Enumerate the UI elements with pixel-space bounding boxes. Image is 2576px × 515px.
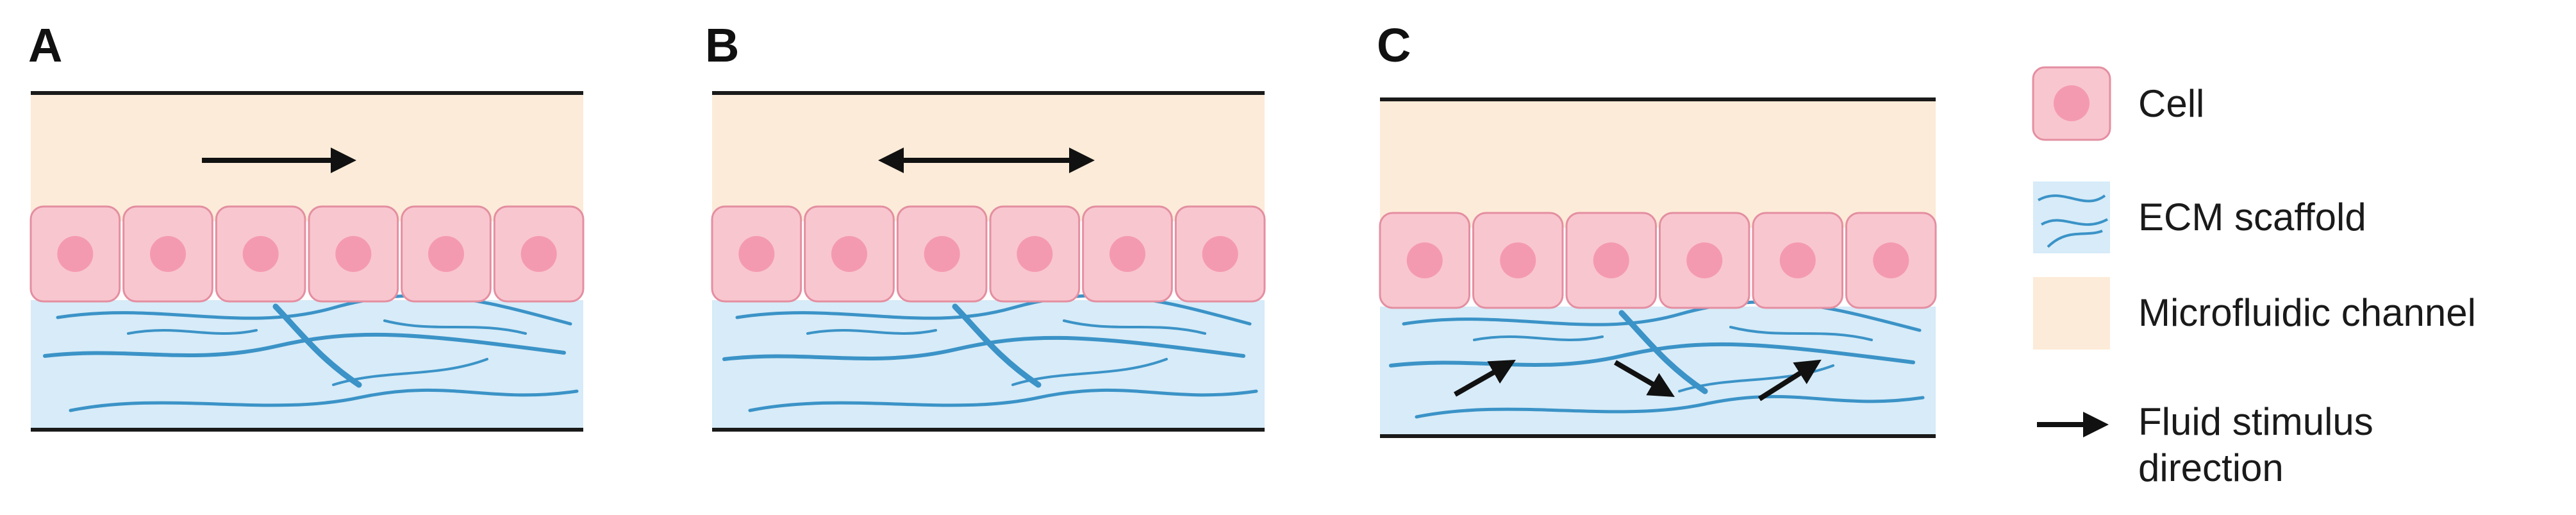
panel-b-label: B: [705, 19, 740, 72]
cell-nucleus: [738, 236, 775, 272]
panel-c: [1380, 97, 1936, 438]
cell-nucleus: [1406, 242, 1443, 278]
panel-a-channel: [31, 93, 583, 221]
ecm-fiber: [1415, 394, 1925, 419]
cell-nucleus: [1017, 236, 1053, 272]
cell-nucleus: [1109, 236, 1145, 272]
panel-b-channel: [712, 93, 1265, 221]
ecm-fiber: [127, 329, 258, 335]
legend-channel-label: Microfluidic channel: [2138, 291, 2476, 334]
cell-nucleus: [1686, 242, 1723, 278]
legend-channel-icon: [2033, 277, 2110, 350]
panel-c-cell-layer: [1379, 212, 1937, 309]
panel-c-ecm: [1380, 307, 1936, 436]
panel-a-ecm: [31, 300, 583, 430]
ecm-fiber: [69, 388, 579, 412]
legend-ecm-label: ECM scaffold: [2138, 196, 2366, 239]
ecm-fiber: [272, 303, 362, 388]
ecm-fiber: [332, 358, 488, 386]
panel-a-fibers: [43, 294, 579, 412]
cell-nucleus: [924, 236, 960, 272]
panel-b-ecm: [712, 300, 1265, 430]
ecm-fiber: [383, 319, 527, 335]
cell-nucleus: [57, 236, 94, 272]
cell-nucleus: [1593, 242, 1629, 278]
ecm-fiber: [56, 294, 572, 326]
legend-ecm-icon: [2033, 182, 2110, 253]
cell-nucleus: [831, 236, 867, 272]
ecm-fiber: [1011, 358, 1168, 386]
panel-c-channel: [1380, 99, 1936, 228]
panel-a-label: A: [28, 19, 63, 72]
ecm-fiber: [1063, 319, 1206, 335]
panel-c-fibers: [1389, 300, 1925, 419]
cell-nucleus: [1202, 236, 1238, 272]
panel-b-fibers: [722, 294, 1258, 412]
legend-fluid-label-line1: Fluid stimulus: [2138, 400, 2373, 443]
ecm-fiber: [1618, 310, 1708, 394]
ecm-fiber: [1402, 300, 1922, 332]
panel-a: [31, 91, 583, 432]
legend: [2032, 66, 2111, 437]
panel-c-flow-arrow-3: [1757, 359, 1822, 401]
cell-nucleus: [1779, 242, 1816, 278]
cell-nucleus: [1873, 242, 1909, 278]
ecm-fiber: [952, 303, 1042, 388]
panel-b: [712, 91, 1265, 432]
ecm-fiber: [1389, 342, 1915, 367]
ecm-fiber: [722, 335, 1245, 361]
panel-c-flow-arrow-2: [1613, 360, 1675, 398]
ecm-fiber: [1729, 326, 1873, 341]
ecm-fiber: [1473, 335, 1604, 341]
legend-fluid-label-line2: direction: [2138, 446, 2284, 489]
ecm-fiber: [748, 388, 1258, 412]
cell-nucleus: [1500, 242, 1536, 278]
cell-nucleus: [150, 236, 186, 272]
ecm-fiber: [806, 329, 937, 335]
legend-cell-label: Cell: [2138, 82, 2205, 125]
cell-nucleus: [520, 236, 557, 272]
panel-c-label: C: [1377, 19, 1411, 72]
panel-b-cell-layer: [711, 205, 1266, 303]
panel-c-flow-arrow-1: [1454, 360, 1516, 397]
cell-nucleus: [335, 236, 372, 272]
legend-cell-icon: [2032, 66, 2111, 141]
panel-a-cell-layer: [29, 205, 585, 303]
cell-nucleus: [242, 236, 279, 272]
cell-nucleus: [428, 236, 464, 272]
ecm-fiber: [735, 294, 1252, 326]
ecm-fiber: [43, 332, 566, 358]
